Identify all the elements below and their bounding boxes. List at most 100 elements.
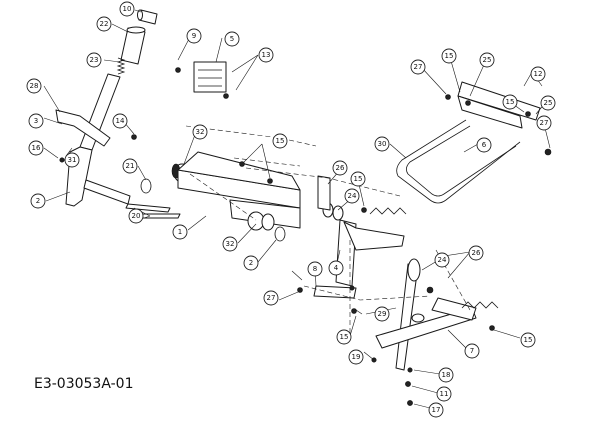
svg-text:15: 15 [276,137,285,145]
callout-25-right: 25 [540,95,556,111]
svg-text:22: 22 [100,20,109,28]
callout-2-lower: 2 [243,255,259,271]
centerlines [185,125,471,340]
callout-32: 32 [192,124,208,140]
bushing-part [247,211,286,242]
bail-frame-part [396,119,521,204]
callout-12: 12 [530,66,546,82]
callout-25: 25 [479,52,495,68]
callout-6: 6 [476,137,492,153]
callout-24-right: 24 [434,252,450,268]
callout-21: 21 [122,158,138,174]
svg-text:28: 28 [30,82,39,90]
callout-15-lower: 15 [336,329,352,345]
svg-text:8: 8 [313,265,317,273]
svg-text:30: 30 [378,140,387,148]
callout-group: 10 22 9 5 13 23 28 3 14 16 31 2 21 32 15… [26,1,556,418]
axle-shaft-part [177,151,301,229]
callout-22: 22 [96,16,112,32]
bracket-part [313,219,405,299]
svg-text:24: 24 [438,256,447,264]
svg-text:14: 14 [116,117,125,125]
svg-text:27: 27 [267,294,276,302]
svg-text:21: 21 [126,162,135,170]
svg-text:9: 9 [192,32,196,40]
callout-9: 9 [186,28,202,44]
grip-cap-part [137,9,158,25]
callout-8: 8 [307,261,323,277]
callout-15: 15 [272,133,288,149]
svg-text:12: 12 [534,70,543,78]
support-arm-part [457,81,541,129]
callout-26-right: 26 [468,245,484,261]
svg-text:15: 15 [354,175,363,183]
callout-20: 20 [128,208,144,224]
callout-27-right: 27 [536,115,552,131]
svg-text:3: 3 [34,117,38,125]
callout-28: 28 [26,78,42,94]
svg-text:16: 16 [32,144,41,152]
callout-1: 1 [172,224,188,240]
callout-2: 2 [30,193,46,209]
callout-3: 3 [28,113,44,129]
callout-15-right: 15 [502,94,518,110]
svg-text:11: 11 [440,390,449,398]
svg-text:15: 15 [445,52,454,60]
svg-text:26: 26 [472,249,481,257]
washer-part [317,175,344,221]
callout-27: 27 [410,59,426,75]
svg-text:18: 18 [442,371,451,379]
svg-text:15: 15 [506,98,515,106]
svg-text:27: 27 [540,119,549,127]
spring-part-lower [461,301,499,309]
callout-13: 13 [258,47,274,63]
callout-11: 11 [436,386,452,402]
callout-31: 31 [64,152,80,168]
callout-7: 7 [464,343,480,359]
svg-text:19: 19 [352,353,361,361]
bracket-plate-part [193,61,227,93]
svg-text:17: 17 [432,406,441,414]
svg-text:13: 13 [262,51,271,59]
svg-text:15: 15 [340,333,349,341]
callout-17: 17 [428,402,444,418]
svg-text:20: 20 [132,212,141,220]
callout-10: 10 [119,1,135,17]
callout-32-lower: 32 [222,236,238,252]
svg-text:15: 15 [524,336,533,344]
callout-26: 26 [332,160,348,176]
callout-14: 14 [112,113,128,129]
callout-5: 5 [224,31,240,47]
callout-15-mid: 15 [350,171,366,187]
svg-text:10: 10 [123,5,132,13]
callout-19: 19 [348,349,364,365]
spring-part-upper [369,207,407,215]
lift-handle-part [55,73,131,207]
svg-text:2: 2 [249,259,253,267]
svg-text:25: 25 [483,56,492,64]
svg-text:31: 31 [68,156,77,164]
svg-text:26: 26 [336,164,345,172]
svg-text:5: 5 [230,35,234,43]
diagram-code-label: E3-03053A-01 [34,376,134,392]
svg-text:4: 4 [334,264,339,272]
svg-text:29: 29 [378,310,387,318]
callout-29: 29 [374,306,390,322]
clip-part [140,178,152,194]
callout-16: 16 [28,140,44,156]
svg-text:1: 1 [178,228,182,236]
svg-text:6: 6 [482,141,487,149]
svg-text:25: 25 [544,99,553,107]
svg-text:2: 2 [36,197,40,205]
svg-text:23: 23 [90,56,99,64]
callout-15-top: 15 [441,48,457,64]
callout-24: 24 [344,188,360,204]
svg-text:32: 32 [196,128,205,136]
svg-text:24: 24 [348,192,357,200]
callout-18: 18 [438,367,454,383]
callout-30: 30 [374,136,390,152]
svg-text:7: 7 [470,347,474,355]
handle-grip-part [120,26,146,65]
callout-23: 23 [86,52,102,68]
